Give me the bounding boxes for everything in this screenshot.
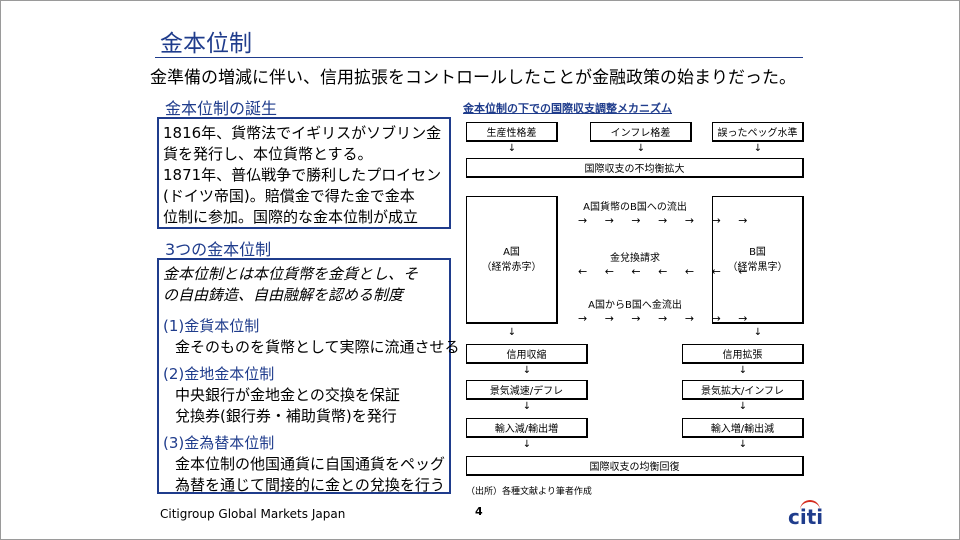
cause-box: 誤ったペッグ水準 <box>712 122 804 142</box>
flow-arrows-right: → → → → → → → <box>578 312 755 325</box>
a-step-box: 景気減速/デフレ <box>466 380 588 400</box>
item-desc: 中央銀行が金地金との交換を保証 <box>175 386 400 404</box>
down-arrow: ↓ <box>522 439 532 450</box>
country-a-box: A国 （経常赤字） <box>466 196 558 324</box>
b-step-box: 景気拡大/インフレ <box>682 380 804 400</box>
b-step-box: 輸入増/輸出減 <box>682 418 804 438</box>
down-arrow: ↓ <box>753 327 763 338</box>
down-arrow: ↓ <box>738 439 748 450</box>
down-arrow: ↓ <box>522 365 532 376</box>
footer-company: Citigroup Global Markets Japan <box>160 507 346 521</box>
item-label: (2)金地金本位制 <box>163 365 275 383</box>
item-desc: 金そのものを貨幣として実際に流通させる <box>175 338 460 356</box>
down-arrow: ↓ <box>753 143 763 154</box>
b-step-box: 信用拡張 <box>682 344 804 364</box>
down-arrow: ↓ <box>738 401 748 412</box>
item-desc: 金本位制の他国通貨に自国通貨をペッグ <box>175 455 446 473</box>
country-b-state: （経常黒字） <box>727 261 788 273</box>
flow-arrows-right: → → → → → → → <box>578 214 755 227</box>
a-step-box: 輸入減/輸出増 <box>466 418 588 438</box>
birth-line: 貨を発行し、本位貨幣とする。 <box>163 145 373 163</box>
definition-line: 金本位制とは本位貨幣を金貨とし、そ <box>163 265 419 283</box>
down-arrow: ↓ <box>522 401 532 412</box>
flow-arrows-left: ← ← ← ← ← ← ← <box>578 265 755 278</box>
page-number: 4 <box>475 505 483 518</box>
country-a-name: A国 <box>503 246 520 258</box>
down-arrow: ↓ <box>636 143 646 154</box>
recovery-box: 国際収支の均衡回復 <box>466 456 804 476</box>
flow-label-gold: A国からB国へ金流出 <box>588 300 682 311</box>
imbalance-box: 国際収支の不均衡拡大 <box>466 158 804 178</box>
birth-heading: 金本位制の誕生 <box>165 99 278 118</box>
country-a-state: （経常赤字） <box>481 261 542 273</box>
down-arrow: ↓ <box>738 365 748 376</box>
citi-logo-arc <box>800 500 820 512</box>
three-heading: 3つの金本位制 <box>165 240 272 259</box>
country-b-name: B国 <box>749 246 766 258</box>
item-desc: 兌換券(銀行券・補助貨幣)を発行 <box>175 407 397 425</box>
birth-line: 1871年、普仏戦争で勝利したプロイセン <box>163 166 442 184</box>
birth-line: 位制に参加。国際的な金本位制が成立 <box>163 208 419 226</box>
down-arrow: ↓ <box>507 143 517 154</box>
birth-box: 1816年、貨幣法でイギリスがソブリン金 貨を発行し、本位貨幣とする。 1871… <box>157 117 451 229</box>
item-label: (1)金貨本位制 <box>163 317 260 335</box>
down-arrow: ↓ <box>507 327 517 338</box>
item-desc: 為替を通じて間接的に金との兌換を行う <box>175 476 445 494</box>
flow-label-currency: A国貨幣のB国への流出 <box>583 202 687 213</box>
cause-box: 生産性格差 <box>466 122 558 142</box>
title-divider <box>155 57 803 58</box>
cause-box: インフレ格差 <box>590 122 692 142</box>
lead-text: 金準備の増減に伴い、信用拡張をコントロールしたことが金融政策の始まりだった。 <box>150 68 796 88</box>
flow-label-convert: 金兌換請求 <box>610 253 660 264</box>
item-label: (3)金為替本位制 <box>163 434 275 452</box>
diagram-title: 金本位制の下での国際収支調整メカニズム <box>463 102 672 115</box>
country-b-box: B国 （経常黒字） <box>712 196 804 324</box>
birth-line: 1816年、貨幣法でイギリスがソブリン金 <box>163 124 442 142</box>
slide-title: 金本位制 <box>160 31 252 57</box>
citi-logo: citi <box>788 505 824 529</box>
definition-line: の自由鋳造、自由融解を認める制度 <box>163 286 404 304</box>
a-step-box: 信用収縮 <box>466 344 588 364</box>
three-box: 金本位制とは本位貨幣を金貨とし、そ の自由鋳造、自由融解を認める制度 (1)金貨… <box>157 258 460 494</box>
source-note: （出所）各種文献より筆者作成 <box>466 487 592 497</box>
birth-line: (ドイツ帝国)。賠償金で得た金で金本 <box>163 187 415 205</box>
